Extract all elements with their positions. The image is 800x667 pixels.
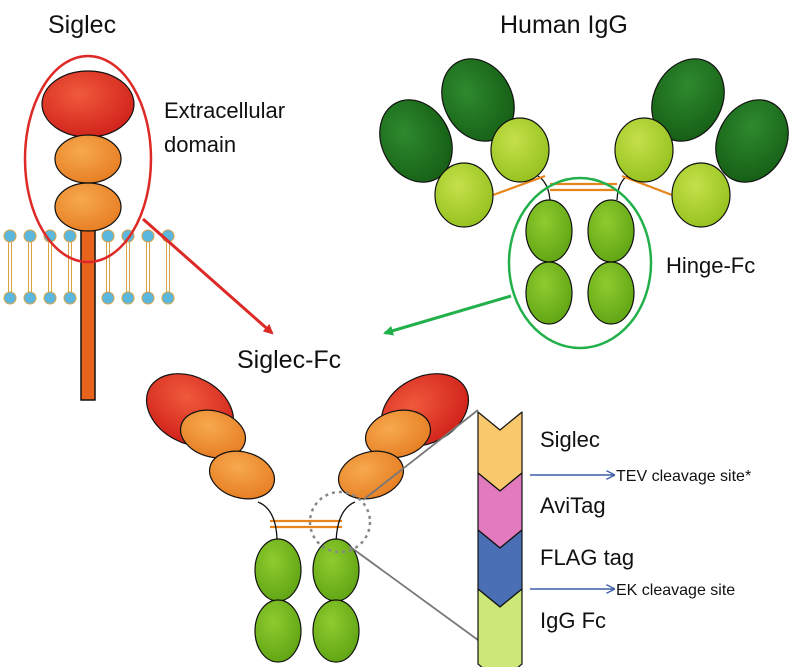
lipid-head bbox=[121, 291, 135, 305]
igg-vl-left bbox=[379, 99, 453, 183]
extracellular-domain-outline bbox=[23, 54, 153, 264]
siglec-c2-domain-2 bbox=[54, 182, 122, 232]
siglec-title: Siglec bbox=[48, 11, 116, 39]
human-igg bbox=[379, 58, 789, 350]
segment-label-flag-tag: FLAG tag bbox=[540, 545, 634, 570]
lipid-head bbox=[63, 229, 77, 243]
lipid-head bbox=[23, 291, 37, 305]
extracellular-label-line1: Extracellular bbox=[164, 98, 285, 123]
igg-cl-left bbox=[434, 162, 494, 228]
lipid-head bbox=[63, 291, 77, 305]
hinge-fc-label: Hinge-Fc bbox=[666, 253, 755, 278]
lipid-head bbox=[101, 229, 115, 243]
hinge-fc-outline bbox=[507, 176, 653, 350]
construct-bar bbox=[477, 411, 523, 667]
siglec-fc-title: Siglec-Fc bbox=[237, 346, 341, 374]
igg-ch2-right bbox=[587, 199, 635, 263]
segment-label-igg-fc: IgG Fc bbox=[540, 608, 606, 633]
zoom-line-top bbox=[362, 409, 479, 501]
tev-cleavage-label: TEV cleavage site* bbox=[616, 468, 751, 485]
fc-ch3-left bbox=[254, 599, 302, 663]
siglec-v-domain bbox=[41, 70, 135, 138]
fc-ch3-right bbox=[312, 599, 360, 663]
extracellular-label-line2: domain bbox=[164, 132, 236, 157]
lipid-head bbox=[101, 291, 115, 305]
red-arrow bbox=[142, 217, 274, 335]
lipid-bilayer bbox=[3, 229, 175, 305]
membrane-siglec bbox=[3, 54, 175, 401]
lipid-head bbox=[23, 229, 37, 243]
fc-left-c2-domain-1 bbox=[179, 409, 247, 459]
zoom-line-bottom bbox=[348, 545, 479, 641]
ek-cleavage-label: EK cleavage site bbox=[616, 582, 735, 599]
igg-ch3-left bbox=[525, 261, 573, 325]
igg-ch1-right bbox=[614, 117, 674, 183]
igg-light-connector-right bbox=[621, 174, 673, 197]
igg-vl-right bbox=[715, 99, 789, 183]
igg-cl-right bbox=[671, 162, 731, 228]
human-igg-title: Human IgG bbox=[500, 11, 628, 39]
igg-ch3-right bbox=[587, 261, 635, 325]
zoom-circle bbox=[308, 490, 372, 554]
segment-igg-fc bbox=[477, 588, 523, 667]
segment-label-avitag: AviTag bbox=[540, 493, 606, 518]
green-arrow bbox=[383, 294, 512, 336]
lipid-head bbox=[141, 291, 155, 305]
segment-label-siglec: Siglec bbox=[540, 427, 600, 452]
lipid-head bbox=[3, 291, 17, 305]
fc-right-c2-domain-1 bbox=[364, 409, 432, 459]
lipid-head bbox=[43, 291, 57, 305]
fc-ch2-left bbox=[254, 538, 302, 602]
fc-right-c2-domain-2 bbox=[337, 450, 405, 500]
igg-ch1-left bbox=[490, 117, 550, 183]
fc-left-c2-domain-2 bbox=[208, 450, 276, 500]
lipid-head bbox=[141, 229, 155, 243]
lipid-head bbox=[3, 229, 17, 243]
igg-light-connector-left bbox=[492, 174, 546, 197]
siglec-stalk bbox=[80, 223, 96, 401]
siglec-fc-construct bbox=[145, 373, 470, 663]
igg-ch2-left bbox=[525, 199, 573, 263]
siglec-c2-domain-1 bbox=[54, 134, 122, 184]
lipid-head bbox=[161, 291, 175, 305]
